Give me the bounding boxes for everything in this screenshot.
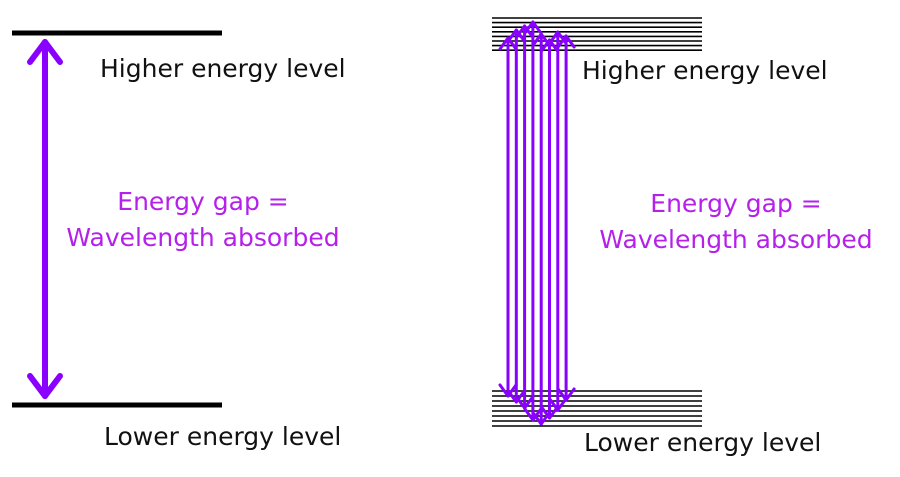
lower-energy-label-right: Lower energy level (584, 428, 822, 457)
double-headed-arrow (27, 39, 63, 399)
single-transition-svg (12, 30, 222, 408)
transition-arrow-5 (531, 32, 551, 426)
transition-arrow-2 (506, 28, 526, 404)
transition-arrow-8 (556, 34, 576, 402)
energy-gap-text: Energy gap = Wavelength absorbed (50, 184, 356, 256)
multi-transition-svg (492, 17, 702, 427)
energy-gap-text-right: Energy gap = Wavelength absorbed (586, 186, 886, 258)
higher-energy-label-right: Higher energy level (582, 56, 828, 85)
transition-arrow-3 (515, 24, 535, 410)
lower-energy-label: Lower energy level (104, 422, 342, 451)
energy-gap-line1: Energy gap = (117, 187, 289, 216)
transition-arrow-4 (523, 20, 543, 422)
energy-gap-line2: Wavelength absorbed (66, 223, 340, 252)
multi-transition-panel: Higher energy level Lower energy level E… (450, 0, 900, 477)
higher-energy-label: Higher energy level (100, 54, 346, 83)
transition-arrow-7 (548, 30, 568, 412)
single-transition-panel: Higher energy level Lower energy level E… (12, 30, 356, 451)
transition-arrow-1 (498, 36, 518, 398)
transition-arrow-6 (540, 38, 559, 420)
higher-energy-band (492, 17, 702, 52)
transition-arrows (498, 20, 576, 426)
energy-gap-line1-right: Energy gap = (650, 189, 822, 218)
energy-gap-line2-right: Wavelength absorbed (599, 225, 873, 254)
